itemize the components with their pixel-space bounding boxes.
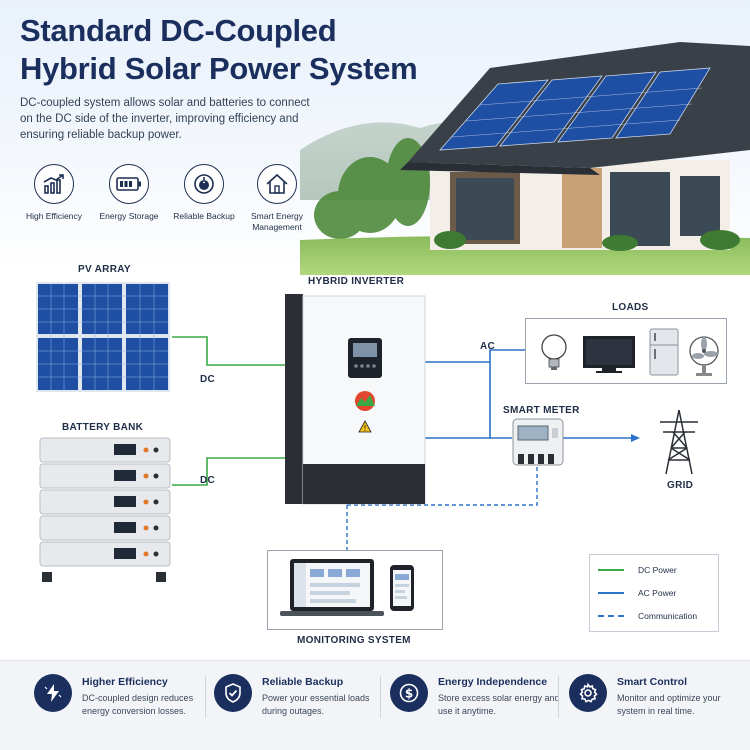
lightning-icon (34, 674, 72, 712)
benefit-title: Smart Control (617, 676, 688, 688)
legend-swatch-communication (598, 615, 624, 617)
dc-label-pv: DC (200, 374, 216, 385)
monitoring-box (267, 550, 443, 630)
legend-item-dc: DC Power (598, 563, 677, 577)
legend-swatch-ac (598, 592, 624, 594)
benefit-title: Energy Independence (438, 676, 548, 688)
feature-smart-energy-management: Smart Energy Management (245, 164, 309, 233)
svg-text:$: $ (405, 687, 413, 701)
legend-item-ac: AC Power (598, 586, 676, 600)
benefit-title: Reliable Backup (262, 676, 344, 688)
shield-check-icon (214, 674, 252, 712)
television-icon (583, 336, 635, 373)
benefit-divider (205, 676, 206, 718)
battery-bank-label: BATTERY BANK (62, 422, 144, 433)
feature-energy-storage: Energy Storage (97, 164, 161, 222)
benefit-description: Monitor and optimize your system in real… (617, 693, 721, 716)
pv-array-illustration (36, 282, 170, 392)
benefit-description: DC-coupled design reduces energy convers… (82, 693, 194, 716)
legend-label: Communication (638, 611, 698, 621)
benefit-description: Store excess solar energy and use it any… (438, 693, 560, 716)
svg-text:!: ! (363, 424, 366, 433)
gear-icon (569, 674, 607, 712)
legend-label: DC Power (638, 565, 677, 575)
laptop-icon (280, 559, 384, 616)
legend-label: AC Power (638, 588, 677, 598)
feature-label: Smart Energy Management (251, 211, 303, 232)
battery-icon (109, 164, 149, 204)
loads-label: LOADS (612, 302, 649, 313)
legend-item-communication: Communication (598, 609, 697, 623)
feature-label: Reliable Backup (173, 211, 235, 221)
pv-array-label: PV ARRAY (78, 264, 131, 275)
benefit-divider (558, 676, 559, 718)
feature-high-efficiency: High Efficiency (22, 164, 86, 222)
hybrid-inverter-label: HYBRID INVERTER (308, 276, 405, 287)
connection-lines (172, 336, 640, 551)
smartphone-icon (390, 565, 414, 611)
light-bulb-icon (541, 334, 567, 370)
grid-label: GRID (667, 480, 694, 491)
benefits-bar (0, 660, 750, 750)
benefit-reliable-backup: Reliable Backup Power your essential loa… (214, 672, 384, 722)
legend-swatch-dc (598, 569, 624, 571)
benefit-higher-efficiency: Higher Efficiency DC-coupled design redu… (34, 672, 204, 722)
benefit-description: Power your essential loads during outage… (262, 693, 370, 716)
monitoring-devices (280, 559, 414, 616)
legend: DC Power AC Power Communication (589, 554, 719, 632)
dc-label-battery: DC (200, 475, 216, 486)
feature-label: High Efficiency (25, 211, 83, 221)
loads-box (525, 318, 727, 384)
feature-reliable-backup: Reliable Backup (172, 164, 236, 222)
title-line-2: Hybrid Solar Power System (20, 51, 418, 86)
refrigerator-icon (649, 328, 679, 376)
ac-label: AC (480, 341, 496, 352)
benefit-energy-independence: $ Energy Independence Store excess solar… (390, 672, 560, 722)
battery-bank-illustration (39, 437, 171, 582)
grid-tower-icon (660, 409, 698, 475)
benefit-title: Higher Efficiency (82, 676, 168, 688)
hybrid-inverter-illustration[interactable]: ! (285, 294, 427, 506)
benefit-smart-control: Smart Control Monitor and optimize your … (569, 672, 739, 722)
power-shield-icon (184, 164, 224, 204)
feature-label: Energy Storage (99, 211, 159, 221)
benefit-divider (380, 676, 381, 718)
page-subtitle: DC-coupled system allows solar and batte… (20, 97, 310, 141)
loads-illustration (541, 328, 719, 376)
page-title: Standard DC-Coupled Hybrid Solar Power S… (20, 12, 418, 88)
fan-icon (689, 336, 719, 376)
smart-meter-label: SMART METER (503, 405, 580, 416)
dollar-coin-icon: $ (390, 674, 428, 712)
title-line-1: Standard DC-Coupled (20, 13, 337, 48)
monitoring-system-label: MONITORING SYSTEM (297, 635, 411, 646)
house-illustration (300, 42, 750, 275)
chart-growth-icon (34, 164, 74, 204)
smart-home-icon (257, 164, 297, 204)
smart-meter-illustration (512, 418, 564, 466)
